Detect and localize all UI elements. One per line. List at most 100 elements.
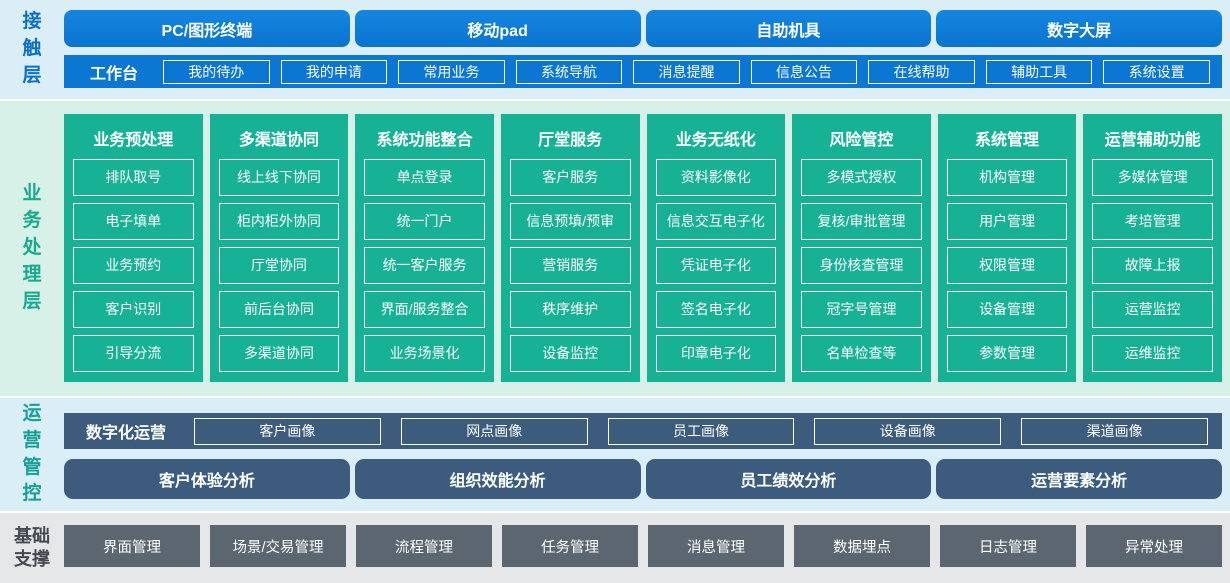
workbench-item-announcements: 信息公告 bbox=[750, 59, 858, 84]
contact-layer-band: 接触层 PC/图形终端 移动pad 自助机具 数字大屏 工作台 我的待办 我的申… bbox=[0, 0, 1230, 99]
operations-content: 数字化运营 客户画像 网点画像 员工画像 设备画像 渠道画像 客户体验分析 组织… bbox=[64, 398, 1222, 511]
module-queue-number: 排队取号 bbox=[73, 159, 194, 196]
foundation-band: 基础支撑 界面管理 场景/交易管理 流程管理 任务管理 消息管理 数据埋点 日志… bbox=[0, 513, 1230, 583]
operations-label-text: 运营管控 bbox=[22, 402, 42, 505]
module-eform: 电子填单 bbox=[73, 203, 194, 240]
foundation-ui-mgmt: 界面管理 bbox=[64, 525, 200, 567]
module-doc-imaging: 资料影像化 bbox=[655, 159, 777, 196]
column-title: 运营辅助功能 bbox=[1104, 132, 1201, 149]
module-guidance: 引导分流 bbox=[73, 335, 194, 372]
module-om-monitor: 运维监控 bbox=[1092, 335, 1213, 372]
column-title: 厅堂服务 bbox=[538, 132, 603, 149]
module-list-check: 名单检查等 bbox=[801, 335, 922, 372]
module-multimedia-mgmt: 多媒体管理 bbox=[1092, 159, 1213, 196]
workbench-item-todo: 我的待办 bbox=[163, 59, 270, 84]
digital-operations-bar: 数字化运营 客户画像 网点画像 员工画像 设备画像 渠道画像 bbox=[64, 413, 1222, 449]
foundation-label: 基础支撑 bbox=[0, 513, 64, 583]
analysis-ops-elements: 运营要素分析 bbox=[936, 459, 1222, 499]
operations-label: 运营管控 bbox=[0, 398, 64, 511]
module-order-maintenance: 秩序维护 bbox=[509, 291, 631, 328]
column-title: 多渠道协同 bbox=[238, 132, 319, 149]
foundation-label-text: 基础支撑 bbox=[14, 525, 50, 569]
contact-layer-label: 接触层 bbox=[0, 0, 64, 99]
column-lobby-service: 厅堂服务 客户服务 信息预填/预审 营销服务 秩序维护 设备监控 bbox=[500, 114, 640, 382]
module-prefill-preaudit: 信息预填/预审 bbox=[509, 203, 631, 240]
channel-pc-terminal: PC/图形终端 bbox=[64, 10, 350, 47]
module-serialnumber-mgmt: 冠字号管理 bbox=[801, 291, 922, 328]
column-paperless: 业务无纸化 资料影像化 信息交互电子化 凭证电子化 签名电子化 印章电子化 bbox=[646, 114, 786, 382]
column-system-mgmt: 系统管理 机构管理 用户管理 权限管理 设备管理 参数管理 bbox=[937, 114, 1077, 382]
digital-operations-label: 数字化运营 bbox=[86, 425, 167, 442]
module-equipment-mgmt: 设备管理 bbox=[946, 291, 1068, 328]
analysis-row: 客户体验分析 组织效能分析 员工绩效分析 运营要素分析 bbox=[64, 459, 1222, 499]
module-training-mgmt: 考培管理 bbox=[1092, 203, 1213, 240]
foundation-message-mgmt: 消息管理 bbox=[648, 525, 784, 567]
module-sso: 单点登录 bbox=[364, 159, 485, 196]
business-layer-label-text: 业务处理层 bbox=[22, 183, 42, 312]
analysis-org-efficiency: 组织效能分析 bbox=[354, 459, 641, 499]
module-eseal: 印章电子化 bbox=[655, 335, 777, 372]
module-counter-collab: 柜内柜外协同 bbox=[218, 203, 340, 240]
module-multimode-auth: 多模式授权 bbox=[801, 159, 922, 196]
profile-branch: 网点画像 bbox=[400, 417, 588, 445]
foundation-row: 界面管理 场景/交易管理 流程管理 任务管理 消息管理 数据埋点 日志管理 异常… bbox=[64, 525, 1222, 567]
profile-device: 设备画像 bbox=[814, 417, 1002, 445]
column-title: 风险管控 bbox=[829, 132, 894, 149]
module-device-monitor: 设备监控 bbox=[509, 335, 631, 372]
module-multichannel: 多渠道协同 bbox=[218, 335, 340, 372]
channel-row: PC/图形终端 移动pad 自助机具 数字大屏 bbox=[64, 10, 1222, 47]
workbench-item-online-help: 在线帮助 bbox=[868, 59, 975, 84]
profile-employee: 员工画像 bbox=[607, 417, 795, 445]
column-title: 业务无纸化 bbox=[675, 132, 756, 149]
channel-digital-screen: 数字大屏 bbox=[936, 10, 1222, 47]
module-ops-monitor: 运营监控 bbox=[1092, 291, 1213, 328]
module-online-offline: 线上线下协同 bbox=[218, 159, 340, 196]
profile-channel: 渠道画像 bbox=[1021, 417, 1208, 445]
analysis-employee-performance: 员工绩效分析 bbox=[645, 459, 932, 499]
module-review-approval: 复核/审批管理 bbox=[801, 203, 922, 240]
foundation-task-mgmt: 任务管理 bbox=[502, 525, 638, 567]
column-system-integration: 系统功能整合 单点登录 统一门户 统一客户服务 界面/服务整合 业务场景化 bbox=[355, 114, 494, 382]
module-unified-customer-service: 统一客户服务 bbox=[364, 247, 485, 284]
module-ui-service-integration: 界面/服务整合 bbox=[364, 291, 485, 328]
business-layer-band: 业务处理层 业务预处理 排队取号 电子填单 业务预约 客户识别 引导分流 多渠道… bbox=[0, 101, 1230, 396]
foundation-data-tracking: 数据埋点 bbox=[794, 525, 930, 567]
module-customer-service: 客户服务 bbox=[509, 159, 631, 196]
module-marketing-service: 营销服务 bbox=[509, 247, 631, 284]
foundation-process-mgmt: 流程管理 bbox=[356, 525, 492, 567]
module-org-mgmt: 机构管理 bbox=[946, 159, 1068, 196]
foundation-scenario-txn-mgmt: 场景/交易管理 bbox=[210, 525, 346, 567]
column-title: 系统管理 bbox=[975, 132, 1040, 149]
module-esignature: 签名电子化 bbox=[655, 291, 777, 328]
module-front-back-collab: 前后台协同 bbox=[218, 291, 340, 328]
business-layer-content: 业务预处理 排队取号 电子填单 业务预约 客户识别 引导分流 多渠道协同 线上线… bbox=[64, 101, 1222, 396]
module-einteraction: 信息交互电子化 bbox=[655, 203, 777, 240]
workbench-item-system-settings: 系统设置 bbox=[1103, 59, 1210, 84]
workbench-label: 工作台 bbox=[90, 65, 139, 83]
workbench-item-message-alerts: 消息提醒 bbox=[633, 59, 740, 84]
contact-layer-label-text: 接触层 bbox=[22, 11, 42, 86]
module-identity-check: 身份核查管理 bbox=[801, 247, 922, 284]
column-risk-control: 风险管控 多模式授权 复核/审批管理 身份核查管理 冠字号管理 名单检查等 bbox=[792, 114, 931, 382]
workbench-bar: 工作台 我的待办 我的申请 常用业务 系统导航 消息提醒 信息公告 在线帮助 辅… bbox=[64, 55, 1222, 88]
workbench-item-common-business: 常用业务 bbox=[398, 59, 505, 84]
column-ops-aux: 运营辅助功能 多媒体管理 考培管理 故障上报 运营监控 运维监控 bbox=[1083, 114, 1222, 382]
module-lobby-collab: 厅堂协同 bbox=[218, 247, 340, 284]
module-customer-identify: 客户识别 bbox=[73, 291, 194, 328]
profile-customer: 客户画像 bbox=[194, 417, 381, 445]
workbench-item-applications: 我的申请 bbox=[280, 59, 388, 84]
column-multichannel-collab: 多渠道协同 线上线下协同 柜内柜外协同 厅堂协同 前后台协同 多渠道协同 bbox=[209, 114, 349, 382]
module-permission-mgmt: 权限管理 bbox=[946, 247, 1068, 284]
workbench-item-system-nav: 系统导航 bbox=[515, 59, 623, 84]
module-appointment: 业务预约 bbox=[73, 247, 194, 284]
module-evoucher: 凭证电子化 bbox=[655, 247, 777, 284]
workbench-item-aux-tools: 辅助工具 bbox=[985, 59, 1093, 84]
operations-band: 运营管控 数字化运营 客户画像 网点画像 员工画像 设备画像 渠道画像 客户体验… bbox=[0, 398, 1230, 511]
module-user-mgmt: 用户管理 bbox=[946, 203, 1068, 240]
foundation-content: 界面管理 场景/交易管理 流程管理 任务管理 消息管理 数据埋点 日志管理 异常… bbox=[64, 513, 1222, 583]
column-title: 系统功能整合 bbox=[376, 132, 473, 149]
column-business-preprocessing: 业务预处理 排队取号 电子填单 业务预约 客户识别 引导分流 bbox=[64, 114, 203, 382]
module-fault-report: 故障上报 bbox=[1092, 247, 1213, 284]
module-parameter-mgmt: 参数管理 bbox=[946, 335, 1068, 372]
